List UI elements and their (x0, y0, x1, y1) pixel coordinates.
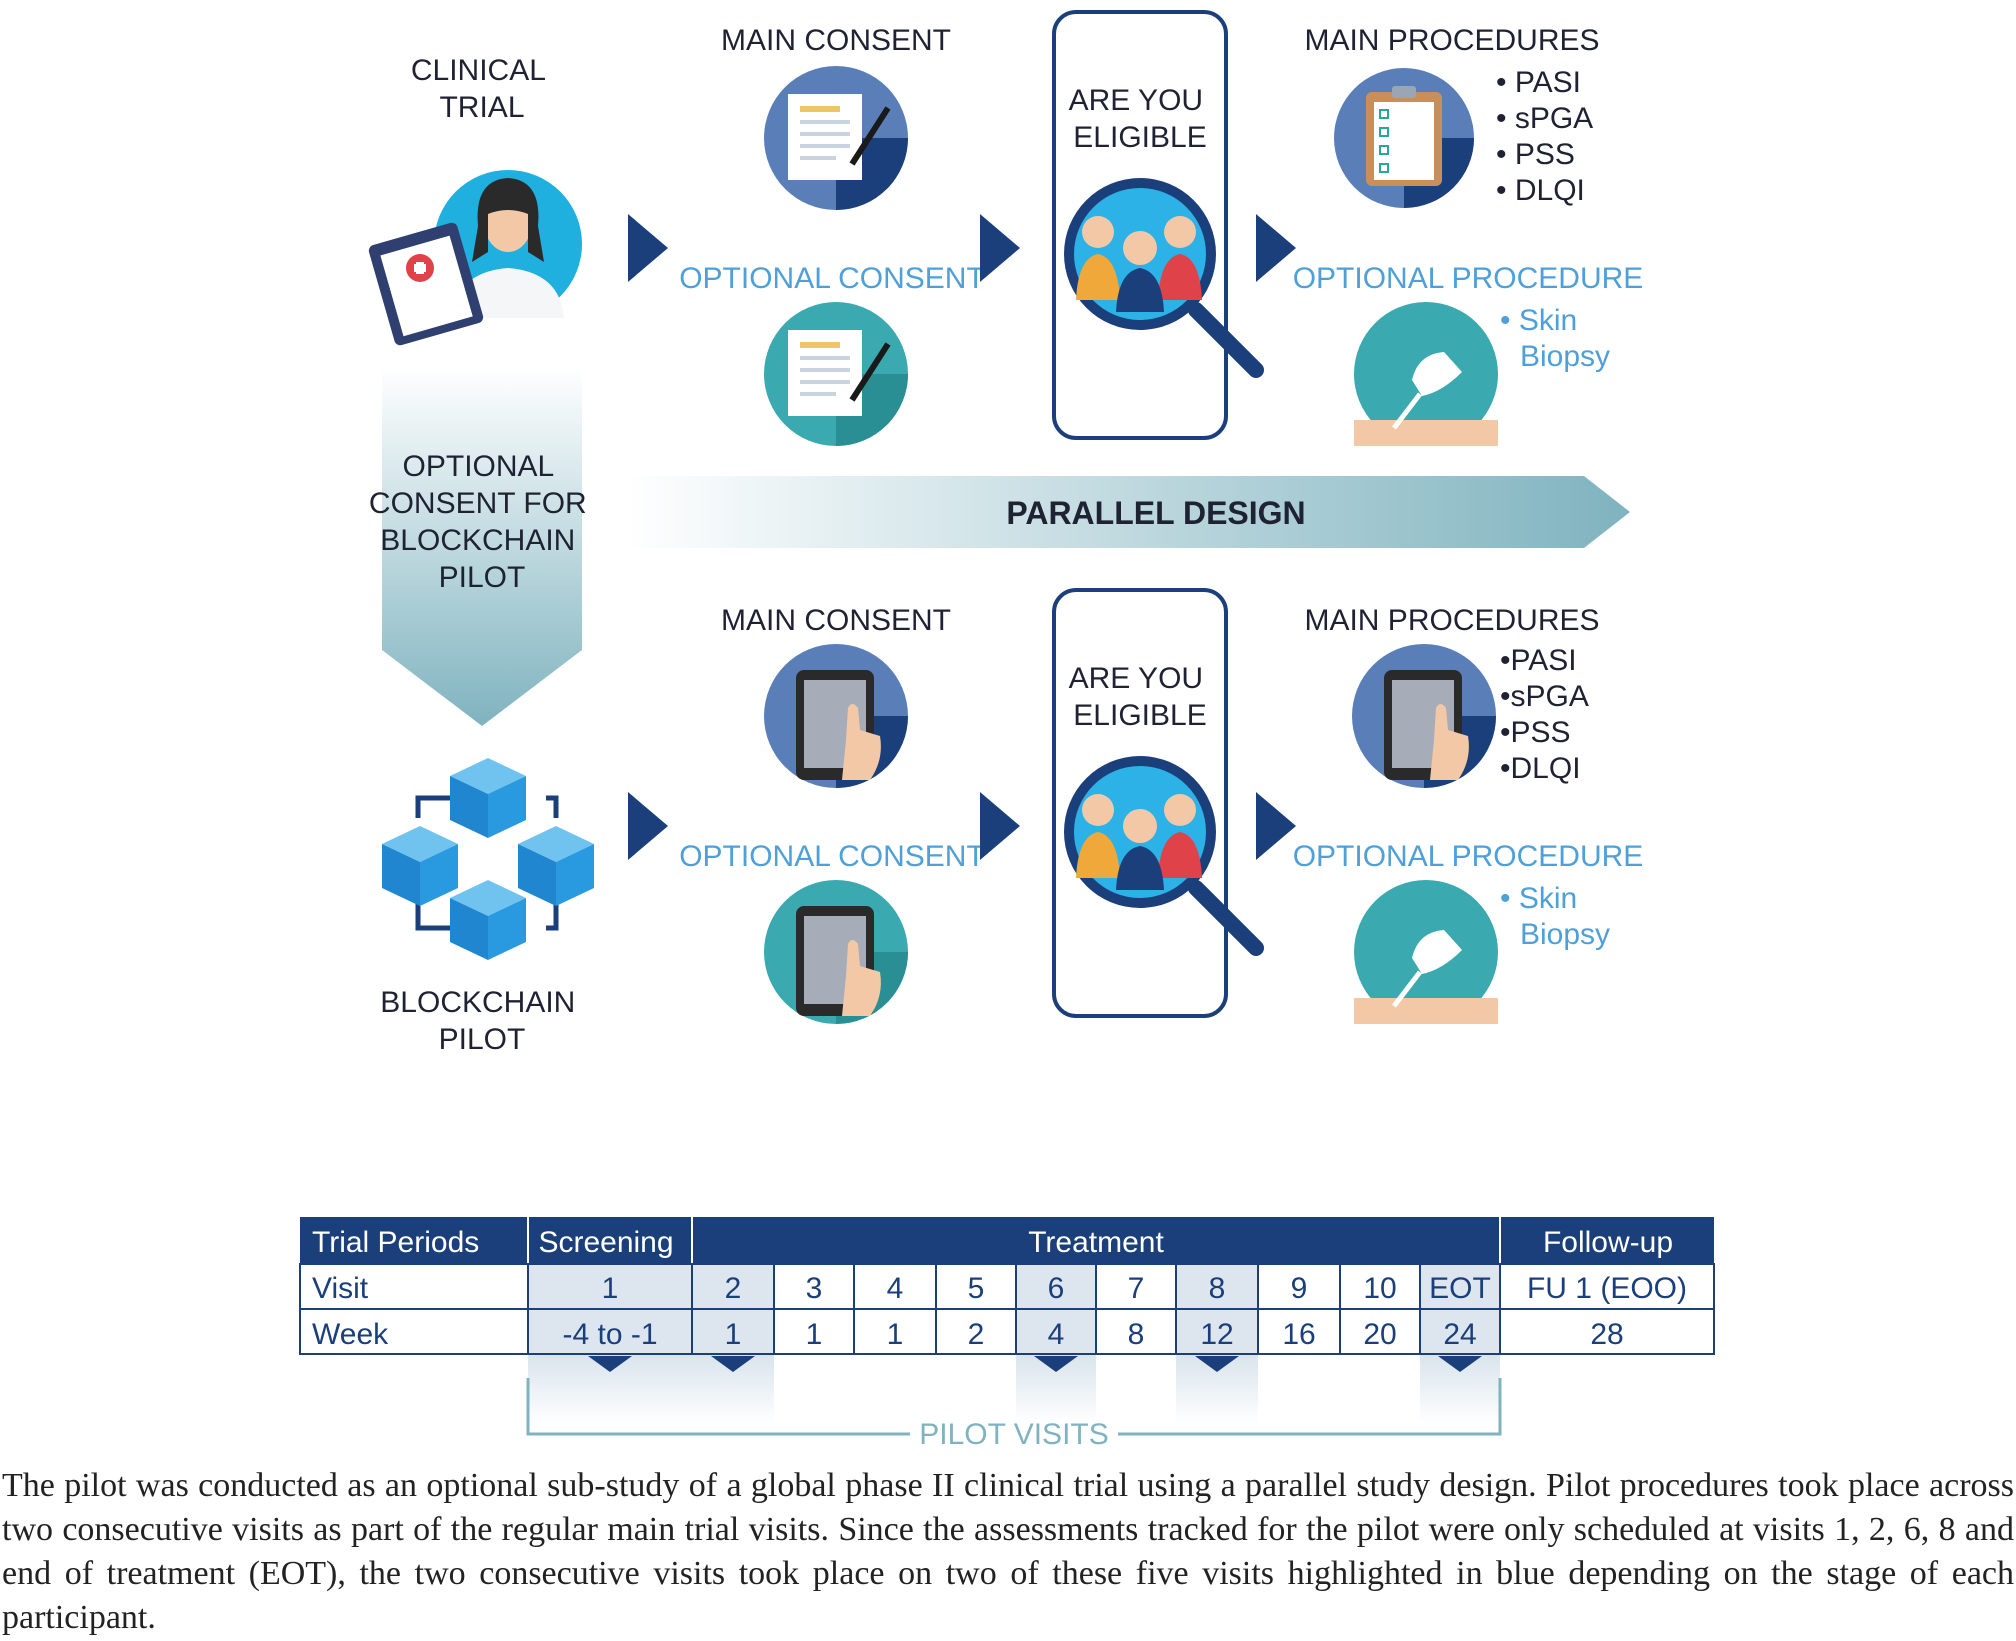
main-consent-label: MAIN CONSENT (721, 24, 951, 57)
week-cell: 4 (1048, 1318, 1065, 1351)
visit-cell: 2 (725, 1272, 742, 1305)
week-cell: 16 (1282, 1318, 1315, 1351)
visit-cell: 5 (968, 1272, 985, 1305)
visit-cell: FU 1 (EOO) (1527, 1272, 1687, 1305)
marker-triangle-icon (1195, 1356, 1239, 1372)
week-row: -4 to -1 1 1 1 2 4 8 12 16 20 24 28 (562, 1318, 1623, 1351)
marker-triangle-icon (588, 1356, 632, 1372)
table-header-row (300, 1217, 1714, 1264)
main-procedures-label-bottom: MAIN PROCEDURES (1304, 604, 1599, 637)
checklist-clipboard-icon (1334, 68, 1474, 208)
week-cell: 24 (1443, 1318, 1476, 1351)
clinical-trial-label: CLINICAL TRIAL (411, 54, 553, 124)
visit-cell: 4 (887, 1272, 904, 1305)
week-cell: 1 (725, 1318, 742, 1351)
optional-blockchain-consent-label: OPTIONAL CONSENT FOR BLOCKCHAIN PILOT (369, 450, 595, 594)
week-cell: 8 (1128, 1318, 1145, 1351)
arrow-right-icon (980, 792, 1020, 860)
blockchain-pilot-label: BLOCKCHAIN PILOT (380, 986, 583, 1056)
header-treatment: Treatment (1028, 1226, 1164, 1259)
visit-cell: 10 (1363, 1272, 1396, 1305)
parallel-design-label: PARALLEL DESIGN (1006, 495, 1305, 531)
paper-consent-icon (764, 66, 908, 210)
skin-biopsy-icon (1354, 880, 1498, 1024)
eligibility-box (1052, 10, 1228, 440)
main-consent-label-bottom: MAIN CONSENT (721, 604, 951, 637)
skin-biopsy-icon (1354, 302, 1498, 446)
week-cell: 20 (1363, 1318, 1396, 1351)
header-follow-up: Follow-up (1543, 1226, 1673, 1259)
visit-cell: 1 (602, 1272, 619, 1305)
table-grid (299, 1263, 1715, 1355)
visit-row: 1 2 3 4 5 6 7 8 9 10 EOT FU 1 (EOO) (602, 1272, 1687, 1305)
visit-cell: EOT (1429, 1272, 1491, 1305)
optional-procedure-items-bottom: • Skin Biopsy (1500, 882, 1610, 951)
week-cell: 1 (887, 1318, 904, 1351)
visit-cell: 3 (806, 1272, 823, 1305)
week-cell: 12 (1200, 1318, 1233, 1351)
week-cell: 1 (806, 1318, 823, 1351)
optional-procedure-label-bottom: OPTIONAL PROCEDURE (1293, 840, 1644, 873)
marker-triangle-icon (1438, 1356, 1482, 1372)
arrow-right-icon (1256, 214, 1296, 282)
arrow-right-icon (628, 214, 668, 282)
visit-cell: 8 (1209, 1272, 1226, 1305)
visit-cell: 7 (1128, 1272, 1145, 1305)
pilot-visit-markers (588, 1356, 1482, 1372)
optional-consent-label-bottom: OPTIONAL CONSENT (679, 840, 985, 873)
study-design-diagram: CLINICAL TRIAL OPTIONAL CONSENT FOR BLOC… (368, 10, 1644, 1056)
header-trial-periods: Trial Periods (312, 1226, 479, 1259)
tablet-consent-icon (764, 644, 908, 788)
trial-periods-table: Trial Periods Screening Treatment Follow… (299, 1217, 1715, 1450)
tablet-consent-optional-icon (764, 880, 908, 1024)
week-cell: 28 (1590, 1318, 1623, 1351)
tablet-procedures-icon (1352, 644, 1496, 788)
clipboard-icon (368, 222, 484, 346)
parallel-design-arrow (626, 476, 1630, 548)
visit-cell: 9 (1291, 1272, 1308, 1305)
blockchain-icon (382, 758, 594, 960)
paper-consent-optional-icon (764, 302, 908, 446)
arrow-right-icon (1256, 792, 1296, 860)
optional-procedure-label: OPTIONAL PROCEDURE (1293, 262, 1644, 295)
marker-triangle-icon (1034, 1356, 1078, 1372)
pilot-visits-label: PILOT VISITS (919, 1418, 1109, 1450)
row-label-visit: Visit (312, 1272, 369, 1305)
visit-cell: 6 (1048, 1272, 1065, 1305)
header-screening: Screening (538, 1226, 673, 1259)
week-cell: 2 (968, 1318, 985, 1351)
eligibility-label: ARE YOU ELIGIBLE (1069, 84, 1212, 154)
main-procedures-list: • PASI • sPGA • PSS • DLQI (1496, 66, 1600, 207)
magnifier-people-icon (1064, 178, 1264, 378)
eligibility-label-bottom: ARE YOU ELIGIBLE (1069, 662, 1212, 732)
week-cell: -4 to -1 (562, 1318, 657, 1351)
figure-caption: The pilot was conducted as an optional s… (2, 1467, 2014, 1636)
pilot-visits-bracket (526, 1378, 1502, 1436)
optional-consent-label: OPTIONAL CONSENT (679, 262, 985, 295)
down-gradient-arrow (382, 368, 582, 726)
marker-triangle-icon (711, 1356, 755, 1372)
optional-procedure-items: • Skin Biopsy (1500, 304, 1610, 373)
main-procedures-list-bottom: •PASI •sPGA •PSS •DLQI (1500, 644, 1596, 785)
arrow-right-icon (980, 214, 1020, 282)
eligibility-box-bottom (1052, 588, 1228, 1018)
arrow-right-icon (628, 792, 668, 860)
magnifier-people-icon (1064, 756, 1264, 956)
main-procedures-label: MAIN PROCEDURES (1304, 24, 1599, 57)
row-label-week: Week (312, 1318, 389, 1351)
